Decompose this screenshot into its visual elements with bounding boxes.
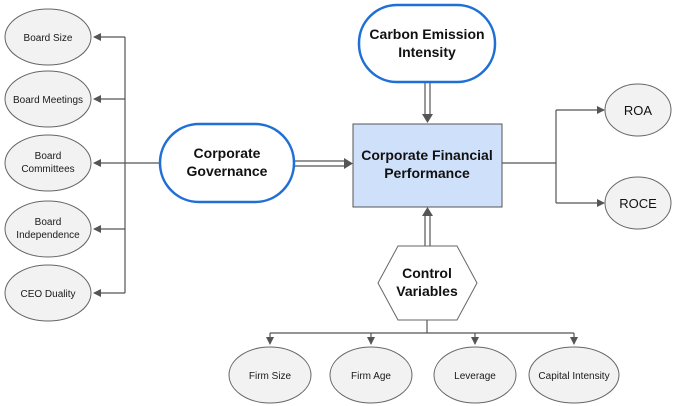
governance-item-board-independence: Board Independence [4, 200, 92, 258]
carbon-emission-label: Carbon Emission [369, 26, 484, 42]
governance-item-label: Board Meetings [13, 95, 83, 106]
governance-item-label: Board [35, 151, 62, 162]
outcome-roa: ROA [604, 83, 672, 137]
governance-item-ceo-duality: CEO Duality [4, 264, 92, 322]
control-item-capital-intensity: Capital Intensity [528, 346, 620, 404]
governance-item-label-line2: Independence [16, 230, 80, 241]
outcome-label: ROA [624, 103, 653, 118]
carbon-to-performance-arrow [422, 82, 433, 123]
corporate-governance-node: Corporate Governance [158, 122, 296, 204]
performance-label: Corporate Financial [361, 147, 492, 163]
control-item-firm-size: Firm Size [228, 346, 312, 404]
control-item-firm-age: Firm Age [329, 346, 413, 404]
carbon-emission-label-line2: Intensity [398, 44, 456, 60]
governance-item-label-line2: Committees [21, 164, 74, 175]
control-to-performance-arrow [422, 207, 433, 246]
governance-item-label: Board Size [24, 33, 73, 44]
governance-to-performance-arrow [294, 158, 353, 169]
governance-item-label: Board [35, 217, 62, 228]
control-variables-label: Control [402, 265, 452, 281]
performance-label-line2: Performance [384, 165, 470, 181]
corporate-governance-label: Corporate [194, 145, 261, 161]
control-item-leverage: Leverage [433, 346, 517, 404]
outcome-label: ROCE [619, 196, 657, 211]
governance-item-board-size: Board Size [4, 8, 92, 66]
carbon-emission-node: Carbon Emission Intensity [357, 3, 497, 84]
control-variables-node: Control Variables [377, 245, 478, 321]
control-item-label: Capital Intensity [538, 371, 609, 382]
control-variables-label-line2: Variables [396, 283, 458, 299]
corporate-governance-label-line2: Governance [187, 163, 268, 179]
corporate-financial-performance-node: Corporate Financial Performance [352, 123, 503, 208]
governance-item-board-meetings: Board Meetings [4, 70, 92, 128]
governance-connectors [93, 33, 160, 297]
control-item-label: Firm Size [249, 371, 292, 382]
control-item-label: Firm Age [351, 371, 391, 382]
outcome-roce: ROCE [604, 176, 672, 230]
control-connectors [266, 320, 578, 345]
governance-item-board-committees: Board Committees [4, 134, 92, 192]
control-item-label: Leverage [454, 371, 496, 382]
outcome-connectors [502, 106, 605, 207]
governance-item-label: CEO Duality [20, 289, 75, 300]
